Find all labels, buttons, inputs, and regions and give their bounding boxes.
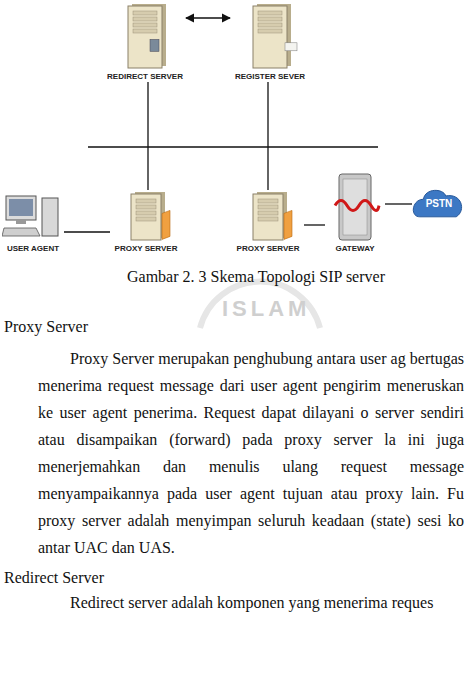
watermark-logo xyxy=(200,282,320,328)
server-icon xyxy=(230,2,310,70)
figure-caption: Gambar 2. 3 Skema Topologi SIP server xyxy=(40,268,469,286)
section-heading: Redirect Server xyxy=(4,569,104,587)
device-label: REGISTER SEVER xyxy=(230,72,310,82)
device-node: REDIRECT SERVER xyxy=(104,2,186,82)
network-bus xyxy=(88,146,378,147)
network-link xyxy=(385,203,412,204)
body-paragraph: Proxy Server merupakan penghubung antara… xyxy=(38,345,464,561)
section-heading: Proxy Server xyxy=(4,318,88,336)
network-link xyxy=(147,82,148,190)
device-label: REDIRECT SERVER xyxy=(104,72,186,82)
device-label: PROXY SERVER xyxy=(232,244,304,254)
device-node: PROXY SERVER xyxy=(232,190,304,254)
watermark-text: ISLAM xyxy=(222,296,310,322)
device-label: USER AGENT xyxy=(2,244,64,254)
server-icon xyxy=(232,190,304,242)
device-label: PSTN xyxy=(412,188,464,220)
network-link xyxy=(304,224,325,225)
device-node: PROXY SERVER xyxy=(110,190,182,254)
device-node: GATEWAY xyxy=(325,172,385,254)
pc-icon xyxy=(2,190,64,242)
device-label: GATEWAY xyxy=(325,244,385,254)
server-icon xyxy=(104,2,186,70)
body-paragraph: Redirect server adalah komponen yang men… xyxy=(38,589,464,616)
device-node: USER AGENT xyxy=(2,190,64,254)
network-link xyxy=(64,231,110,232)
network-cloud: PSTN xyxy=(412,188,464,220)
device-label: PROXY SERVER xyxy=(110,244,182,254)
device-node: REGISTER SEVER xyxy=(230,2,310,82)
network-link xyxy=(267,82,268,190)
gateway-icon xyxy=(325,172,385,242)
network-link xyxy=(186,17,230,18)
server-icon xyxy=(110,190,182,242)
